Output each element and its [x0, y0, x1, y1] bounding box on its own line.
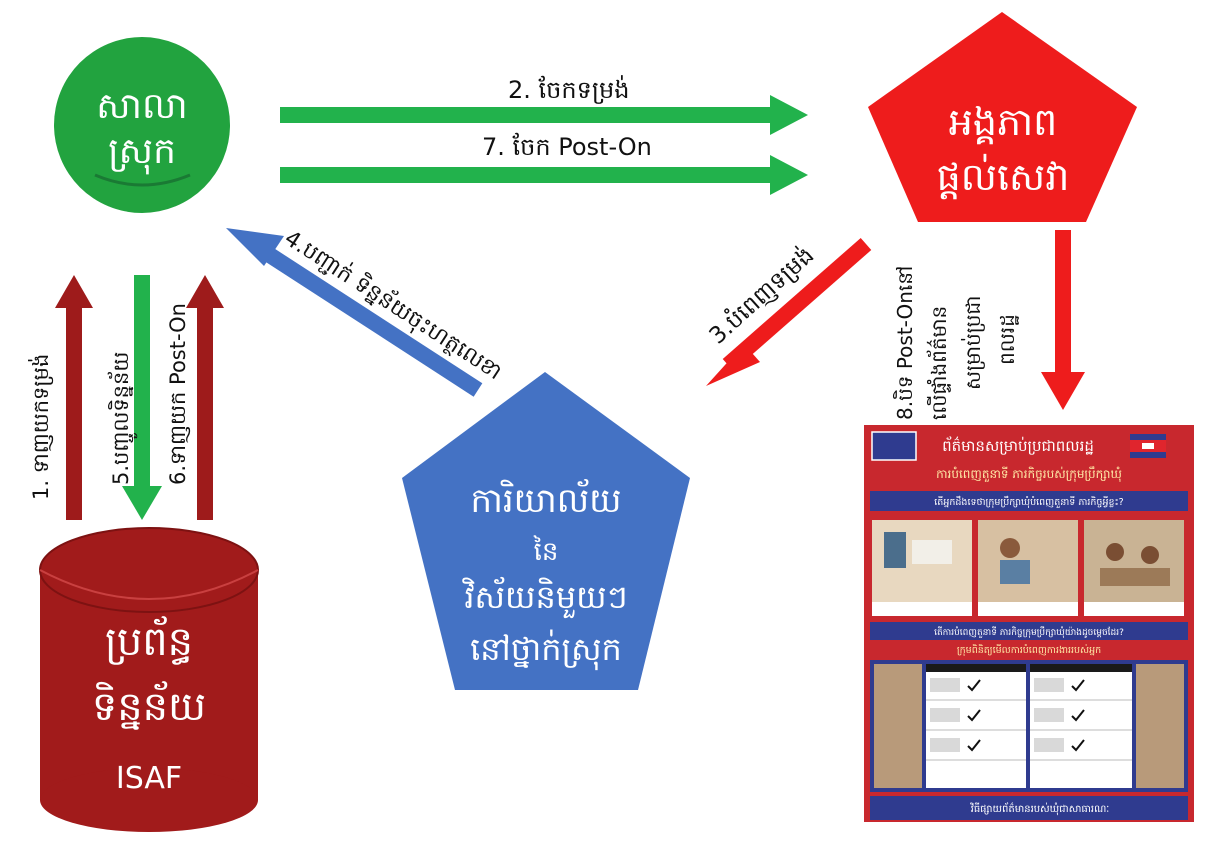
- service-unit-label-1: អង្គភាព: [949, 100, 1058, 145]
- arrow-6-download-post-on: [186, 275, 224, 520]
- node-isaf-database: ប្រព័ន្ធ ទិន្នន័យ ISAF: [39, 527, 259, 832]
- district-office-label-1: ការិយាល័យ: [470, 478, 621, 521]
- poster-subtitle: ការបំពេញតួនាទី ភារកិច្ចរបស់ក្រុមប្រឹក្សា…: [936, 466, 1122, 482]
- arrow-8-post-on-board: [1041, 230, 1085, 410]
- node-district-office: ការិយាល័យ នៃ វិស័យនិមួយៗ នៅថ្នាក់ស្រុក: [402, 372, 690, 690]
- node-district-hall: សាលា ស្រុក: [54, 37, 230, 213]
- district-office-label-3: វិស័យនិមួយៗ: [462, 576, 628, 619]
- arrow-2-share-form: [280, 95, 808, 135]
- poster-logo-icon: [871, 431, 917, 461]
- info-poster: ព័ត៌មានសម្រាប់ប្រជាពលរដ្ឋ ការបំពេញតួនាទី…: [864, 425, 1194, 831]
- arrow-6-label: 6.ទាញយក Post-On: [166, 303, 191, 485]
- arrow-8-label: 8.បិទ Post-Onនៅ លើផ្ទាំងព័ត៌មាន សម្រាប់ប…: [892, 266, 1019, 420]
- poster-section-2: តើការបំពេញតួនាទី ភារកិច្ចក្រុមប្រឹក្សាឃុ…: [934, 626, 1124, 638]
- arrow-5-label: 5.បញ្ចូលទិន្នន័យ: [107, 352, 138, 485]
- arrow-7-label: 7. ចែក Post-On: [482, 132, 652, 161]
- poster-section-1: តើអ្នកដឹងទេថាក្រុមប្រឹក្សាឃុំបំពេញតួនាទី…: [934, 495, 1123, 509]
- arrow-5-input-data: [122, 275, 162, 520]
- arrow-1-label: 1. ទាញយកទម្រង់: [28, 354, 54, 500]
- node-service-unit: អង្គភាព ផ្តល់សេវា: [868, 12, 1137, 222]
- arrow-4-confirm-sign: [226, 228, 483, 397]
- arrow-4-label: 4.បញ្ជាក់ ទិន្នន័យចុះហត្ថលេខា: [279, 224, 508, 386]
- service-unit-label-2: ផ្តល់សេវា: [937, 153, 1070, 200]
- arrow-8-label-3: សម្រាប់ប្រជា: [960, 296, 985, 390]
- arrow-1-download-form: [55, 275, 93, 520]
- district-office-label-2: នៃ: [533, 535, 559, 567]
- poster-section-2-sub: ក្រុមពិនិត្យមើលការបំពេញការងាររបស់អ្នក: [957, 643, 1101, 657]
- arrow-2-label: 2. ចែកទម្រង់: [508, 75, 629, 104]
- district-hall-label-1: សាលា: [96, 86, 187, 127]
- cambodia-flag-icon: [1130, 434, 1166, 458]
- poster-photo-row-1: [872, 520, 1184, 616]
- arrow-8-label-1: 8.បិទ Post-Onនៅ: [892, 266, 917, 420]
- poster-footer-title: វិធីផ្សាយព័ត៌មានរបស់ឃុំជាសាធារណៈ: [970, 802, 1110, 816]
- arrow-8-label-2: លើផ្ទាំងព័ត៌មាន: [926, 306, 951, 420]
- arrow-3-fill-form: [706, 237, 872, 386]
- district-hall-label-2: ស្រុក: [108, 131, 176, 175]
- arrow-7-share-post-on: [280, 155, 808, 195]
- district-office-label-4: នៅថ្នាក់ស្រុក: [470, 629, 622, 671]
- poster-scorecard-table: [870, 660, 1188, 792]
- poster-header-title: ព័ត៌មានសម្រាប់ប្រជាពលរដ្ឋ: [942, 436, 1094, 455]
- isaf-label-1: ប្រព័ន្ធ: [105, 616, 193, 665]
- arrow-8-label-4: ពលរដ្ឋ: [995, 314, 1019, 365]
- isaf-label-3: ISAF: [116, 761, 182, 796]
- isaf-label-2: ទិន្នន័យ: [92, 681, 206, 730]
